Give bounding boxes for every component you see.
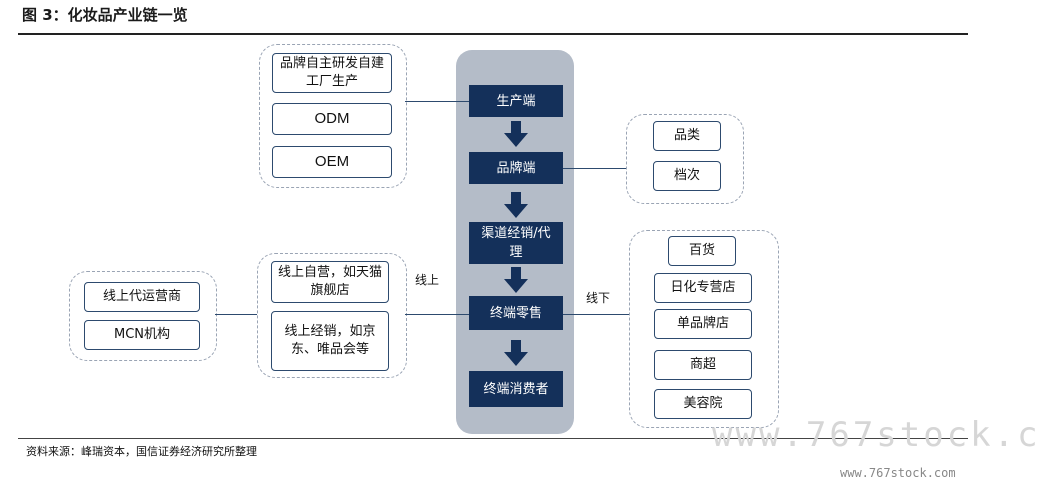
online-channel-self-operated: 线上自营，如天猫旗舰店 — [271, 261, 389, 303]
down-arrow-icon — [504, 192, 528, 218]
chain-node-production: 生产端 — [469, 85, 563, 117]
production-source-inhouse: 品牌自主研发自建工厂生产 — [272, 53, 392, 93]
offline-channel-specialty-store: 日化专营店 — [654, 273, 752, 303]
figure-title: 图 3：化妆品产业链一览 — [22, 6, 188, 24]
down-arrow-icon — [504, 121, 528, 147]
online-agent-mcn: MCN机构 — [84, 320, 200, 350]
brand-attribute-category: 品类 — [653, 121, 721, 151]
offline-channel-beauty-salon: 美容院 — [654, 389, 752, 419]
online-agent-operator: 线上代运营商 — [84, 282, 200, 312]
bottom-rule — [18, 438, 968, 439]
online-label: 线上 — [415, 273, 440, 287]
offline-channel-single-brand: 单品牌店 — [654, 309, 752, 339]
online-channel-distribution: 线上经销，如京东、唯品会等 — [271, 311, 389, 371]
watermark-url: www.767stock.com — [840, 466, 956, 480]
chain-node-channel: 渠道经销/代理 — [469, 222, 563, 264]
offline-connector — [563, 314, 629, 315]
top-rule — [18, 33, 968, 35]
chain-node-consumer: 终端消费者 — [469, 371, 563, 407]
watermark: www.767stock.c — [712, 415, 1041, 455]
online-connector — [405, 314, 469, 315]
offline-channel-supermarket: 商超 — [654, 350, 752, 380]
source-note: 资料来源：峰瑞资本，国信证券经济研究所整理 — [26, 445, 257, 458]
down-arrow-icon — [504, 340, 528, 366]
chain-node-brand: 品牌端 — [469, 152, 563, 184]
offline-channel-department-store: 百货 — [668, 236, 736, 266]
offline-label: 线下 — [586, 291, 611, 305]
down-arrow-icon — [504, 267, 528, 293]
production-source-odm: ODM — [272, 103, 392, 135]
agent-connector — [215, 314, 257, 315]
brand-connector — [563, 168, 626, 169]
production-connector — [405, 101, 469, 102]
chain-node-retail: 终端零售 — [469, 296, 563, 330]
brand-attribute-tier: 档次 — [653, 161, 721, 191]
production-source-oem: OEM — [272, 146, 392, 178]
